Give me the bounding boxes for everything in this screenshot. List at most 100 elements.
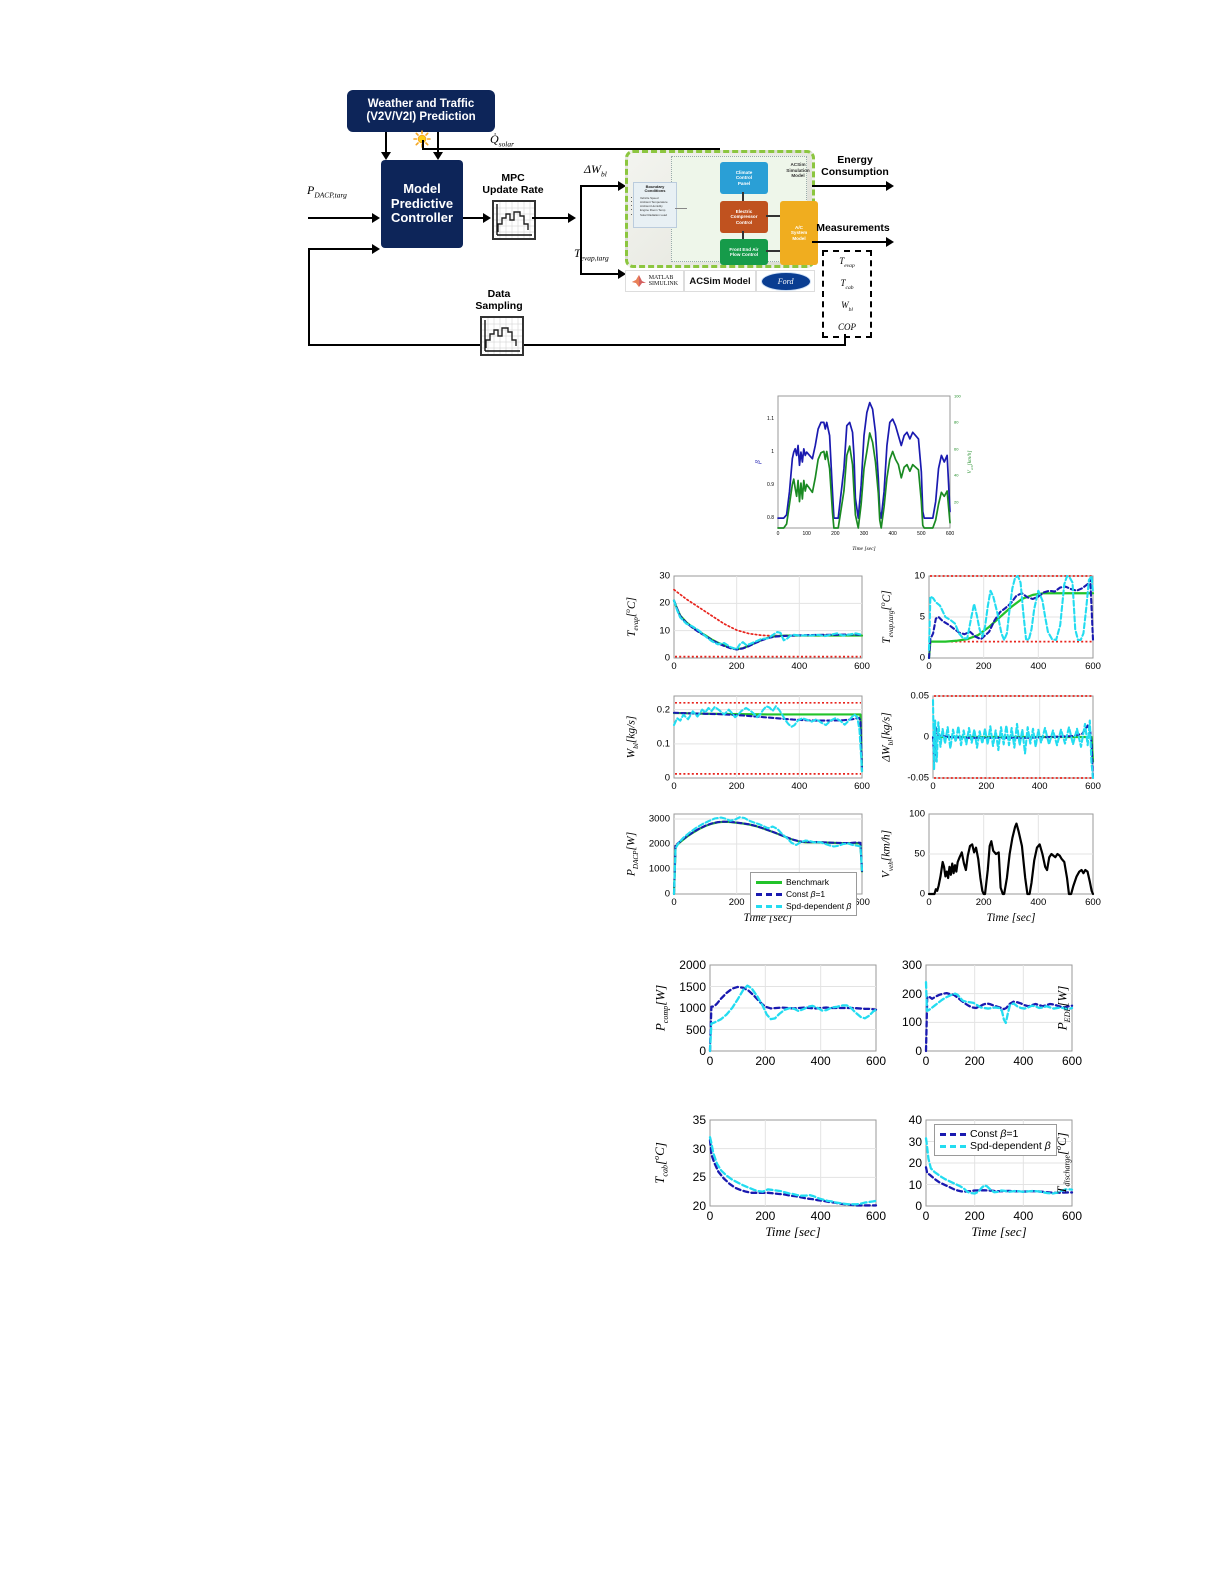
compressor-l1: Electric <box>735 209 753 215</box>
series-const-1 <box>927 578 1095 660</box>
acsim-title-l2: Simulation <box>786 167 810 173</box>
legend-label: Const β=1 <box>970 1128 1019 1140</box>
y-tick-label: 2000 <box>679 958 706 972</box>
acsim-inner-panel: ACSim Simulation Model Climate Control P… <box>671 156 818 265</box>
x-tick-label: 400 <box>1013 1054 1034 1068</box>
system-l2: System <box>790 230 808 236</box>
y-tick-label: 0.9 <box>767 482 774 489</box>
ford-wordmark: Ford <box>777 276 794 286</box>
y-axis-label-right: PEDF[W] <box>1054 985 1072 1031</box>
sun-icon <box>413 130 431 148</box>
series-spd-dependent- <box>924 1137 1074 1195</box>
y-tick-label-right: 60 <box>954 446 959 452</box>
legend-swatch <box>940 1144 966 1148</box>
x-tick-label: 400 <box>810 1209 831 1223</box>
matlab-l1: MATLAB <box>648 274 674 281</box>
y-axis-label: Vveh[km/h] <box>880 829 895 879</box>
y-tick-label: 3000 <box>648 813 670 825</box>
x-tick-label: 400 <box>1031 781 1048 792</box>
electric-compressor-control-box: Electric Compressor Control <box>720 201 768 233</box>
weather-line-1: Weather and Traffic <box>367 97 475 110</box>
legend-label: Spd-dependent β <box>786 901 852 911</box>
split-vline <box>580 185 582 275</box>
x-tick-label: 600 <box>854 897 870 908</box>
y-tick-label: 0 <box>664 888 670 900</box>
acsim-title-l3: Model <box>791 173 805 178</box>
y-tick-label: 25 <box>692 1170 706 1185</box>
y-tick-label: 10 <box>914 570 925 582</box>
x-tick-label: 0 <box>671 781 677 792</box>
x-tick-label: 200 <box>755 1054 776 1068</box>
delta-wbl-label: ΔWbl <box>584 162 607 179</box>
y-axis-label-right: Tdischarge[oC] <box>1054 1132 1072 1194</box>
y-tick-label: 0 <box>699 1044 706 1058</box>
series-spd-dependent- <box>927 574 1095 651</box>
measurements-out-arrow <box>886 237 894 247</box>
energy-consumption-label: Energy Consumption <box>812 154 898 178</box>
feedback-bottom-line <box>518 344 846 346</box>
bc-title-l2: Conditions <box>644 188 666 194</box>
x-tick-label: 600 <box>1061 1209 1083 1223</box>
y-axis-label: Pcomp[W] <box>652 984 670 1032</box>
x-tick-label: 600 <box>854 661 870 672</box>
x-tick-label: 200 <box>831 531 840 537</box>
connector-climate-compressor <box>742 192 744 201</box>
x-axis-label: Time [sec] <box>765 1224 821 1239</box>
y-tick-label: 30 <box>659 570 670 582</box>
climate-l1: Climate <box>735 170 753 176</box>
feedback-down-right <box>844 334 846 346</box>
y-tick-label: 2000 <box>648 838 670 850</box>
front-end-air-flow-control-box: Front End Air Flow Control <box>720 239 768 265</box>
x-tick-label: 200 <box>975 897 992 908</box>
legend-swatch <box>756 892 782 896</box>
mpc-rate-line-1: MPC <box>501 172 525 184</box>
acsim-title: ACSim Simulation Model <box>776 162 820 179</box>
x-tick-label: 400 <box>1013 1209 1034 1223</box>
boundary-conditions-title: Boundary Conditions <box>634 184 676 194</box>
arrow-sun-to-mpc-head <box>433 152 443 160</box>
x-tick-label: 100 <box>802 531 811 537</box>
x-tick-label: 200 <box>728 781 745 792</box>
series-spd-dependent- <box>672 816 864 896</box>
y-tick-label: 0.2 <box>656 704 670 716</box>
y-tick-label-right: 20 <box>954 499 959 505</box>
y-tick-label: 1000 <box>679 1001 706 1015</box>
x-axis-label: Time [sec] <box>986 912 1036 924</box>
x-tick-label: 600 <box>1085 897 1101 908</box>
feedback-into-mpc <box>308 248 374 250</box>
acsim-model-block: ACSim Simulation Model Climate Control P… <box>625 150 818 268</box>
y-tick-label: 1 <box>771 449 774 456</box>
y-tick-label-right: 100 <box>954 393 961 399</box>
y-tick-label: 200 <box>901 986 922 1001</box>
measurements-out-line <box>812 241 890 243</box>
controller-line-2: Predictive <box>390 195 454 211</box>
controller-line-1: Model <box>403 180 441 196</box>
mpc-rate-line-2: Update Rate <box>482 184 544 197</box>
connector-boundary-compressor <box>675 208 687 210</box>
axes-frame <box>709 1119 877 1207</box>
acsim-brand-bar: MATLAB SIMULINK ACSim Model Ford <box>625 270 815 292</box>
legend-entry: Spd-dependent β <box>756 900 851 912</box>
x-tick-label: 600 <box>1061 1054 1083 1068</box>
series-v-veh <box>777 432 951 529</box>
feedback-up-left <box>308 248 310 346</box>
measurement-item: Tevap <box>839 256 855 270</box>
legend-entry: Spd-dependent β <box>940 1140 1051 1152</box>
y-tick-label: 30 <box>908 1134 922 1149</box>
x-tick-label: 400 <box>810 1054 831 1068</box>
energy-l2: Consumption <box>821 166 889 179</box>
series-- <box>777 401 951 519</box>
x-tick-label: 600 <box>854 781 870 792</box>
y-tick-label: 0 <box>664 772 670 784</box>
y-tick-label: 5 <box>919 611 925 623</box>
y-axis-label: β <box>754 460 762 464</box>
series-const-1 <box>672 820 864 896</box>
x-tick-label: 200 <box>975 661 992 672</box>
system-block-diagram: Weather and Traffic (V2V/V2I) Prediction… <box>300 88 900 373</box>
chart-canvas-t_cab <box>708 1119 878 1207</box>
qsolar-label: Q̇solar <box>490 132 514 149</box>
